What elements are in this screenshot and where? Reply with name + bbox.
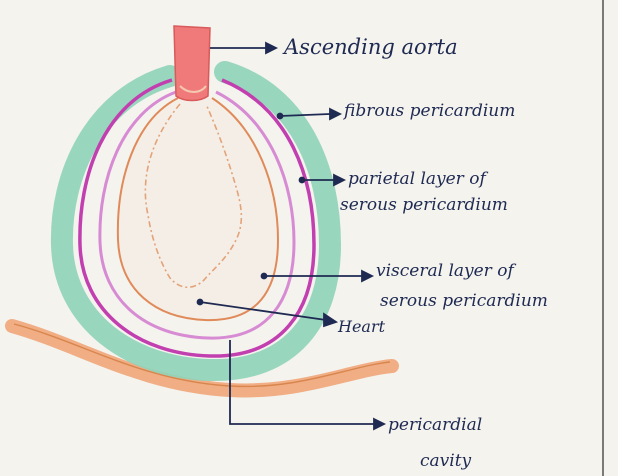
dot-fibrous (278, 114, 283, 119)
label-heart: Heart (337, 317, 386, 336)
dot-parietal (300, 178, 305, 183)
label-parietal-line2: serous pericardium (340, 195, 508, 215)
label-visceral-line1: visceral layer of (376, 261, 516, 281)
dot-heart (198, 300, 203, 305)
dot-visceral (262, 274, 267, 279)
label-cavity-line2: cavity (420, 451, 472, 471)
label-fibrous-pericardium: fibrous pericardium (342, 101, 515, 121)
label-parietal-line1: parietal layer of (348, 169, 488, 189)
label-cavity-line1: pericardial (388, 415, 482, 435)
ascending-aorta-vessel (174, 26, 210, 101)
label-visceral-line2: serous pericardium (380, 291, 548, 311)
label-ascending-aorta: Ascending aorta (282, 35, 458, 59)
